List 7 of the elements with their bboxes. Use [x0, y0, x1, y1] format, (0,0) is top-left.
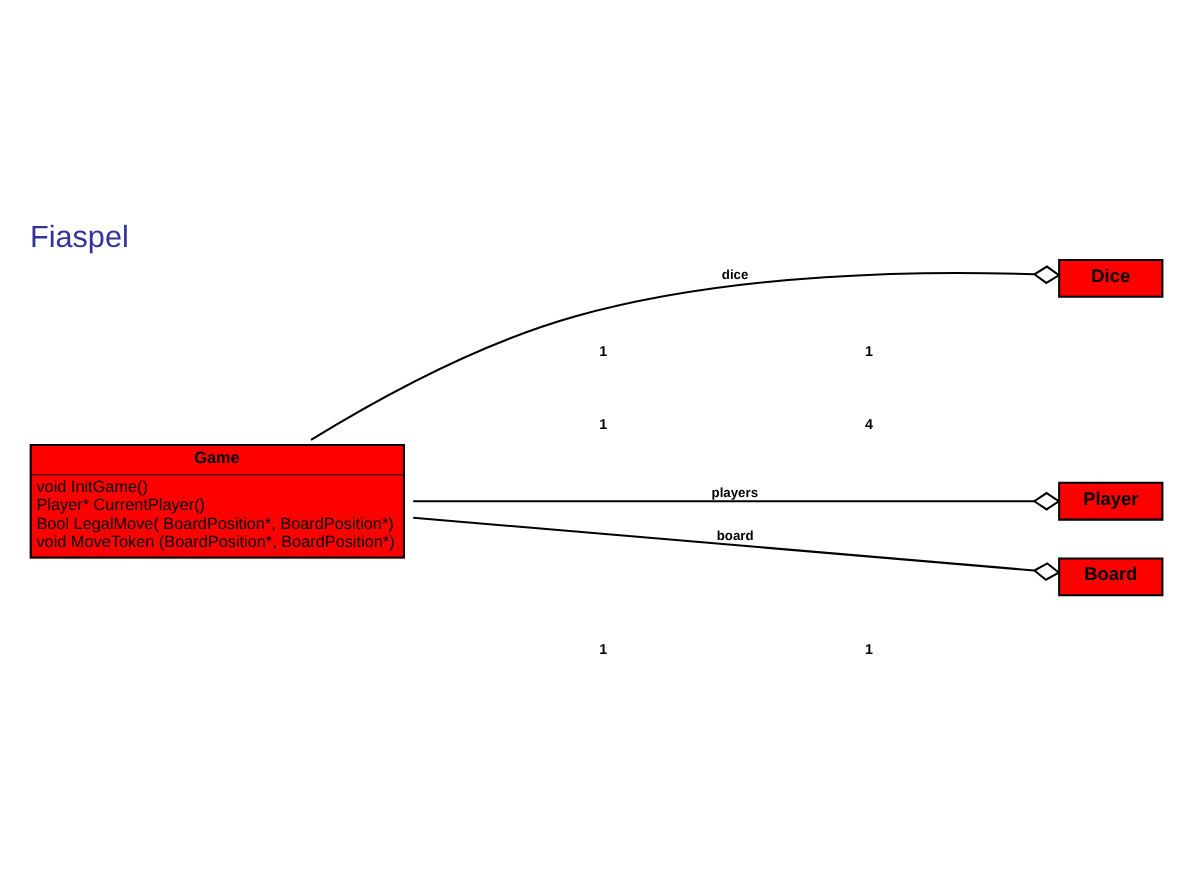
connector	[413, 491, 1061, 511]
node-box: Player	[1058, 481, 1164, 521]
diagram-title: Fiaspel	[29, 220, 129, 255]
connector	[413, 516, 1061, 581]
node-box: Board	[1058, 557, 1164, 597]
node-box: Dice	[1058, 259, 1164, 298]
connector	[310, 265, 1061, 441]
